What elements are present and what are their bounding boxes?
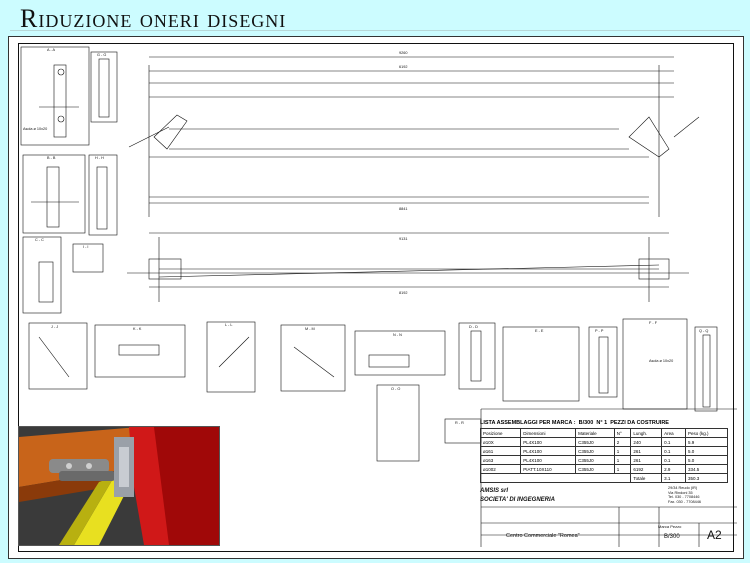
section-label-ee: E - E (535, 329, 544, 333)
address-line: Via Rindoni 35 (668, 490, 693, 495)
bom-cell: 5.9 (685, 437, 728, 447)
section-label-hh: H - H (95, 156, 104, 160)
bom-col-header: Lungh. (630, 428, 663, 438)
section-label-bb: B - B (47, 156, 56, 160)
table-row: ø1002 PIATT.10X110 C355J0 1 6192 2.9 334… (479, 464, 728, 474)
table-row: ø161 PL4X100 C355J0 1 261 0.1 5.0 (479, 446, 728, 456)
bom-col-header: N° (613, 428, 632, 438)
asola-note-1: Asola ø 10x20 (23, 127, 48, 131)
bom-cell: 0.1 (661, 455, 687, 465)
marca-label: Marca Pezzo (658, 524, 682, 529)
section-label-rr: R - R (455, 421, 464, 425)
slide-title: Riduzione oneri disegni (20, 4, 287, 33)
bom-cell: 1 (613, 455, 632, 465)
dimension-bottom: 8841 (399, 207, 408, 211)
asola-note-2: Asola ø 10x20 (649, 359, 674, 363)
section-label-aa: A - A (47, 48, 56, 52)
dimension-low-2: 8192 (399, 291, 408, 295)
bom-cell: C355J0 (575, 455, 615, 465)
bom-col-header: Posizione (479, 428, 522, 438)
bom-cell: PIATT.10X110 (520, 464, 577, 474)
section-label-gg: G - G (97, 53, 107, 57)
bom-cell: C355J0 (575, 437, 615, 447)
bom-cell: ø1002 (479, 464, 522, 474)
bom-cell: PL4X100 (520, 437, 577, 447)
bom-cell: 0.1 (661, 437, 687, 447)
bom-cell (479, 473, 632, 483)
bom-cell: ø161 (479, 446, 522, 456)
title-underline (10, 30, 740, 31)
bom-cell: 6192 (630, 464, 663, 474)
bom-cell: ø163 (479, 455, 522, 465)
connection-render-image (18, 426, 220, 546)
bom-pezzi-label: PEZZI DA COSTRUIRE (610, 420, 669, 426)
address-line: Tel. 030 - 7708446 (668, 495, 700, 500)
dimension-top: 9260 (399, 51, 408, 55)
bom-cell: 261 (630, 446, 663, 456)
section-label-kk: K - K (133, 327, 142, 331)
bom-cell: 0.1 (661, 446, 687, 456)
address-line: 29/34 Reudo (IR) (668, 486, 698, 490)
bom-cell: 1 (613, 464, 632, 474)
bom-total-weight: 350.3 (685, 473, 728, 483)
section-label-ll: L - L (225, 323, 233, 327)
bom-cell: 261 (630, 455, 663, 465)
table-row: ø10X PL4X100 C355J0 2 240 0.1 5.9 (479, 437, 728, 447)
company-subtitle: SOCIETA' DI INGEGNERIA (480, 497, 555, 503)
section-label-qq: Q - Q (699, 329, 709, 333)
address-line: Fax. 030 - 7708446 (668, 499, 701, 504)
dimension-mid: 6192 (399, 65, 408, 69)
section-label-mm: M - M (305, 327, 315, 331)
sheet-border (18, 43, 734, 552)
bom-header-row: Posizione Dimensioni Materiale N° Lungh.… (479, 428, 728, 438)
bom-cell: C355J0 (575, 464, 615, 474)
bom-cell: 2.9 (661, 464, 687, 474)
bom-cell: 1 (613, 446, 632, 456)
bom-total-area: 3.1 (661, 473, 687, 483)
bom-cell: 5.0 (685, 446, 728, 456)
section-label-jj: J - J (51, 325, 59, 329)
section-aa-box (20, 46, 90, 146)
section-label-cc: C - C (35, 238, 44, 242)
committente: Centro Commerciale "Romea" (506, 533, 580, 539)
bom-cell: PL4X100 (520, 455, 577, 465)
section-label-oo: O - O (391, 387, 401, 391)
bom-cell: 334.5 (685, 464, 728, 474)
render-illustration (19, 427, 219, 545)
section-label-pp: P - P (595, 329, 604, 333)
section-label-ii: I - I (83, 245, 89, 249)
bom-cell: 5.0 (685, 455, 728, 465)
dimension-low-1: 9131 (399, 237, 408, 241)
sheet-format: A2 (707, 528, 722, 542)
bom-col-header: Peso (kg.) (685, 428, 728, 438)
bom-col-header: Materiale (575, 428, 615, 438)
bom-count: 1 (604, 420, 608, 426)
bom-table: LISTA ASSEMBLAGGI PER MARCA : B/300 N° 1… (479, 420, 728, 483)
technical-drawing (20, 46, 737, 547)
company-name: AMSIS srl (480, 488, 509, 494)
bom-cell: C355J0 (575, 446, 615, 456)
bom-grid: Posizione Dimensioni Materiale N° Lungh.… (479, 428, 728, 483)
bom-marca: B/300 (578, 420, 594, 426)
bom-cell: 2 (613, 437, 632, 447)
bom-header: LISTA ASSEMBLAGGI PER MARCA : B/300 N° 1… (480, 420, 728, 426)
section-label-ff: F - F (649, 321, 658, 325)
bom-title: LISTA ASSEMBLAGGI PER MARCA : (480, 420, 576, 426)
bom-total-label: Totale (630, 473, 663, 483)
bom-cell: PL4X100 (520, 446, 577, 456)
marca-value: B/300 (664, 534, 680, 540)
bom-col-header: Dimensioni (520, 428, 577, 438)
bom-cell: ø10X (479, 437, 522, 447)
section-label-nn: N - N (393, 333, 402, 337)
bom-col-header: Area (661, 428, 687, 438)
bom-total-row: Totale 3.1 350.3 (479, 473, 728, 483)
table-row: ø163 PL4X100 C355J0 1 261 0.1 5.0 (479, 455, 728, 465)
company-address: 29/34 Reudo (IR) Via Rindoni 35 Tel. 030… (668, 486, 701, 504)
section-label-dd: D - D (469, 325, 478, 329)
bom-n-label: N° (596, 420, 603, 426)
bom-cell: 240 (630, 437, 663, 447)
